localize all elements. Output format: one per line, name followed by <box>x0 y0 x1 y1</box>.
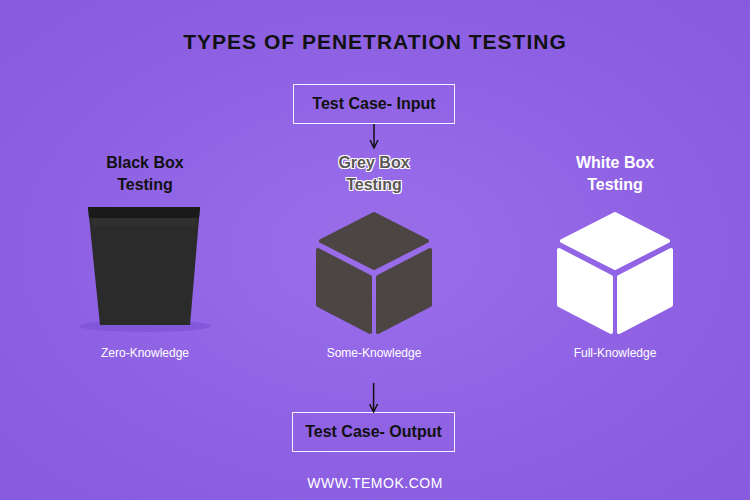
card-heading-wrap: Grey Box Testing <box>289 152 459 196</box>
diagram-title: TYPES OF PENETRATION TESTING <box>0 28 750 56</box>
card-heading: Black Box Testing <box>89 152 201 196</box>
bag-shadow <box>79 320 211 332</box>
testing-type-card: Grey Box TestingSome-Knowledge <box>289 148 459 383</box>
black-box-rim <box>88 207 200 218</box>
black-box-fold <box>92 218 196 226</box>
cube-top-face <box>562 214 668 268</box>
testing-type-card: White Box TestingFull-Knowledge <box>530 148 700 383</box>
knowledge-level: Some-Knowledge <box>289 345 459 361</box>
cube-top-face <box>321 214 427 268</box>
box-label: Test Case- Input <box>312 95 435 113</box>
cube-left-face <box>559 250 611 332</box>
white-cube <box>559 214 671 332</box>
process-box: Test Case- Output <box>292 412 455 452</box>
box-label: Test Case- Output <box>305 423 442 441</box>
process-box: Test Case- Input <box>293 84 455 124</box>
card-heading: White Box Testing <box>559 152 671 196</box>
card-heading-wrap: White Box Testing <box>530 152 700 196</box>
grey-cube <box>318 214 430 332</box>
website-watermark: WWW.TEMOK.COM <box>0 474 750 492</box>
flow-arrow <box>373 383 375 412</box>
testing-type-card: Black Box TestingZero-Knowledge <box>60 148 230 383</box>
cube-right-face <box>619 250 671 332</box>
cube-right-face <box>378 250 430 332</box>
knowledge-level: Full-Knowledge <box>530 345 700 361</box>
card-heading-wrap: Black Box Testing <box>60 152 230 196</box>
black-box-shape <box>88 207 200 325</box>
flow-arrow <box>373 124 375 148</box>
card-heading: Grey Box Testing <box>318 152 430 196</box>
cube-left-face <box>318 250 370 332</box>
knowledge-level: Zero-Knowledge <box>60 345 230 361</box>
